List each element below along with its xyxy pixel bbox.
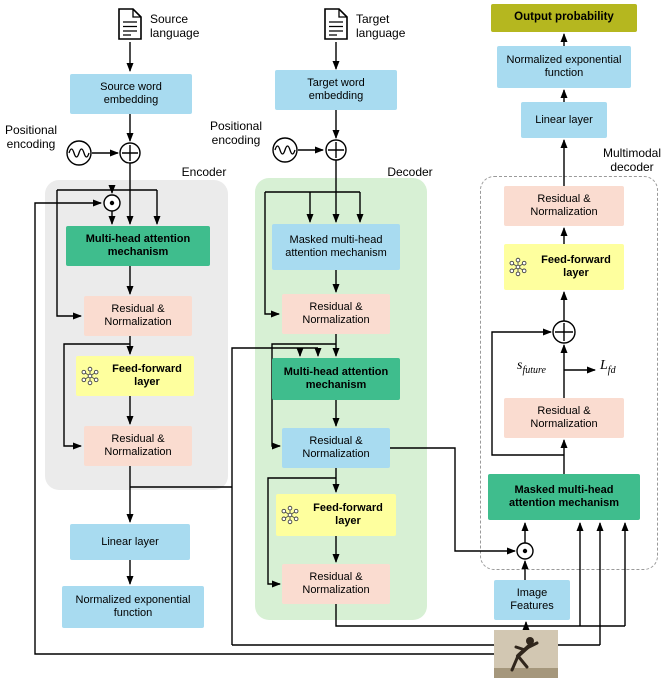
- encoder-label: Encoder: [181, 165, 227, 179]
- multimodal-residual-norm-1-box: Residual & Normalization: [504, 186, 624, 226]
- encoder-residual-norm-1-box: Residual & Normalization: [84, 296, 192, 336]
- decoder-residual-norm-1-box: Residual & Normalization: [282, 294, 390, 334]
- decoder-feed-forward-box: Feed-forward layer: [276, 494, 396, 536]
- image-features-box: Image Features: [494, 580, 570, 620]
- multimodal-residual-norm-2-box: Residual & Normalization: [504, 398, 624, 438]
- future-loss-label: Lfd: [600, 358, 616, 376]
- add-icon-encoder: [119, 142, 141, 164]
- encoder-feed-forward-box: Feed-forward layer: [76, 356, 194, 396]
- target-language-label: Target language: [356, 12, 406, 41]
- add-icon-multimodal: [552, 320, 576, 344]
- positional-encoding-icon-encoder: [66, 140, 92, 166]
- decoder-residual-norm-3-box: Residual & Normalization: [282, 564, 390, 604]
- positional-encoding-label-decoder: Positional encoding: [209, 119, 263, 148]
- add-icon-decoder: [325, 139, 347, 161]
- feed-forward-label: Feed-forward layer: [541, 254, 611, 279]
- target-document-icon: [324, 8, 348, 40]
- elementwise-product-icon-multimodal: [516, 542, 534, 560]
- decoder-residual-norm-2-box: Residual & Normalization: [282, 428, 390, 468]
- multimodal-linear-box: Linear layer: [521, 102, 607, 138]
- feed-forward-icon: [80, 366, 100, 386]
- output-probability-box: Output probability: [491, 4, 637, 32]
- multimodal-softmax-box: Normalized exponential function: [497, 46, 631, 88]
- source-language-label: Source language: [150, 12, 200, 41]
- encoder-attention-box: Multi-head attention mechanism: [66, 226, 210, 266]
- source-document-icon: [118, 8, 142, 40]
- feed-forward-label: Feed-forward layer: [112, 363, 182, 388]
- positional-encoding-label-encoder: Positional encoding: [4, 123, 58, 152]
- target-word-embedding-box: Target word embedding: [275, 70, 397, 110]
- decoder-label: Decoder: [387, 165, 433, 179]
- multimodal-decoder-label: Multimodal decoder: [602, 146, 662, 175]
- encoder-softmax-box: Normalized exponential function: [62, 586, 204, 628]
- feed-forward-icon: [508, 257, 528, 277]
- multimodal-feed-forward-box: Feed-forward layer: [504, 244, 624, 290]
- feed-forward-label: Feed-forward layer: [313, 502, 383, 527]
- decoder-attention-box: Multi-head attention mechanism: [272, 358, 400, 400]
- multimodal-masked-attention-box: Masked multi-head attention mechanism: [488, 474, 640, 520]
- image-thumbnail: [494, 630, 558, 678]
- encoder-linear-box: Linear layer: [70, 524, 190, 560]
- multimodal-decoder-region: [480, 176, 658, 570]
- feed-forward-icon: [280, 505, 300, 525]
- decoder-masked-attention-box: Masked multi-head attention mechanism: [272, 224, 400, 270]
- source-word-embedding-box: Source word embedding: [70, 74, 192, 114]
- s-future-label: sfuture: [517, 358, 546, 376]
- elementwise-product-icon-encoder: [103, 194, 121, 212]
- positional-encoding-icon-decoder: [272, 137, 298, 163]
- encoder-residual-norm-2-box: Residual & Normalization: [84, 426, 192, 466]
- person-silhouette: [510, 637, 539, 672]
